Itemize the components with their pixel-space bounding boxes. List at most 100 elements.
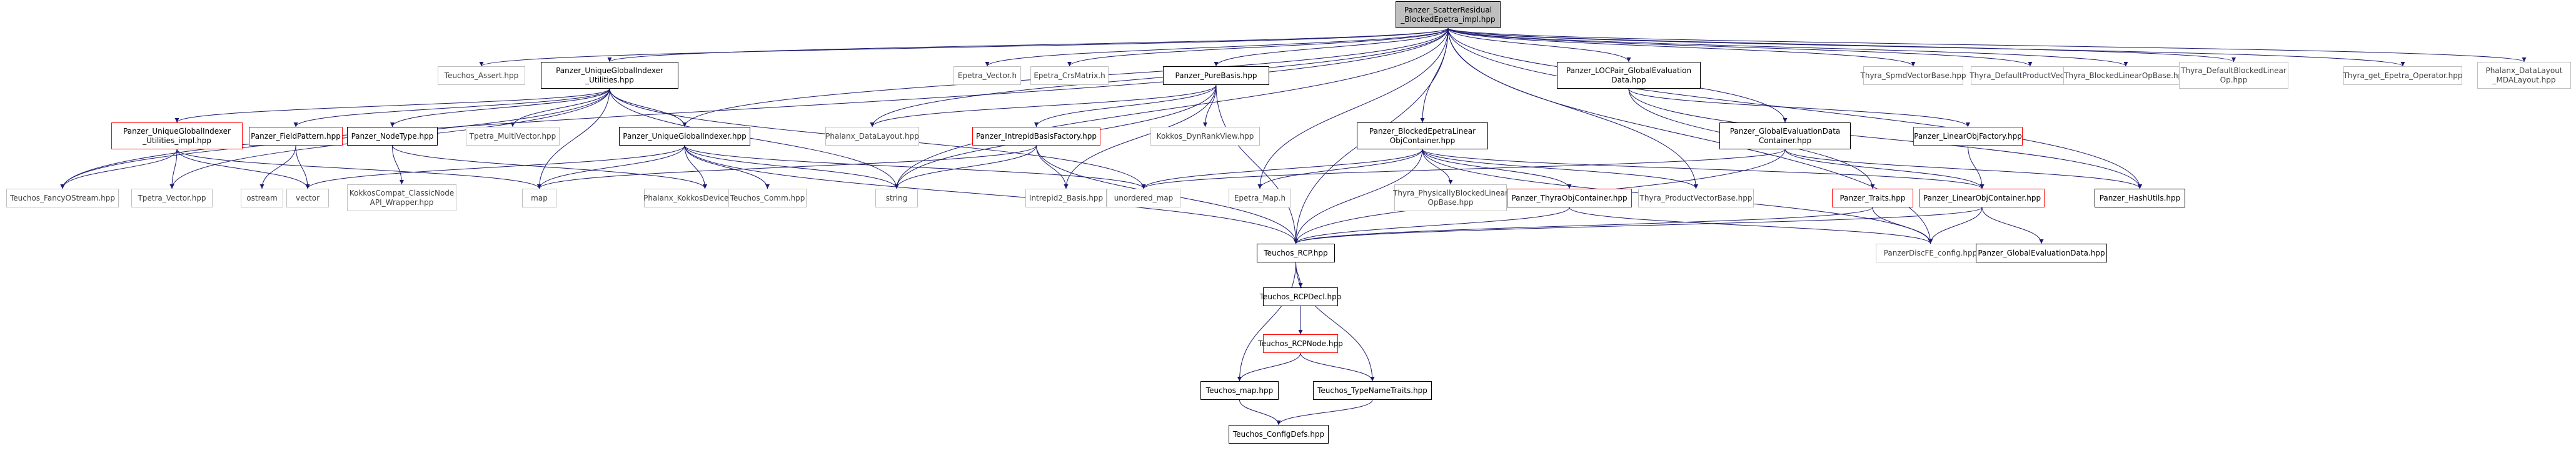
- edge-main-to-phxdl: [870, 27, 1449, 127]
- edge-ugiuimpl-to-vector: [176, 149, 310, 189]
- node-thyraoc[interactable]: Panzer_ThyraObjContainer.hpp: [1507, 189, 1632, 207]
- edge-typenametraits-to-configdefs: [1276, 399, 1373, 426]
- node-defblinop[interactable]: Thyra_DefaultBlockedLinear Op.hpp: [2179, 62, 2288, 89]
- node-spmd[interactable]: Thyra_SpmdVectorBase.hpp: [1861, 66, 1966, 85]
- node-getepop[interactable]: Thyra_get_Epetra_Operator.hpp: [2343, 66, 2462, 85]
- node-tpvec[interactable]: Tpetra_Vector.hpp: [131, 189, 213, 207]
- edge-ugiu-to-ugiuimpl: [174, 88, 610, 123]
- node-kcompat[interactable]: KokkosCompat_ClassicNode API_Wrapper.hpp: [347, 184, 456, 211]
- node-epcrs[interactable]: Epetra_CrsMatrix.h: [1030, 66, 1109, 85]
- node-hashutils[interactable]: Panzer_HashUtils.hpp: [2095, 189, 2185, 207]
- edge-main-to-purebasis: [1214, 27, 1449, 67]
- edge-main-to-hashutils: [1447, 27, 2142, 189]
- edge-main-to-spmd: [1447, 27, 1916, 67]
- node-epmap[interactable]: Epetra_Map.h: [1229, 189, 1291, 207]
- edge-ugi-to-phxkdt: [684, 145, 707, 189]
- edge-ugiu-to-tpmv: [510, 88, 610, 127]
- edge-traits-to-discfe: [1872, 207, 1933, 244]
- edge-purebasis-to-ibf: [1034, 84, 1217, 127]
- node-locpair[interactable]: Panzer_LOCPair_GlobalEvaluation Data.hpp: [1557, 62, 1701, 89]
- node-purebasis[interactable]: Panzer_PureBasis.hpp: [1163, 66, 1269, 85]
- node-intrbasis[interactable]: Intrepid2_Basis.hpp: [1025, 189, 1107, 207]
- node-string[interactable]: string: [875, 189, 918, 207]
- edge-main-to-string: [894, 27, 1449, 189]
- node-epvec[interactable]: Epetra_Vector.h: [953, 66, 1021, 85]
- node-lof[interactable]: Panzer_LinearObjFactory.hpp: [1913, 127, 2023, 146]
- edge-gedc-to-loc: [1784, 149, 1985, 189]
- node-loc[interactable]: Panzer_LinearObjContainer.hpp: [1919, 189, 2045, 207]
- node-ugi[interactable]: Panzer_UniqueGlobalIndexer.hpp: [619, 127, 750, 146]
- edge-main-to-epcrs: [1067, 27, 1449, 67]
- node-assert[interactable]: Teuchos_Assert.hpp: [438, 66, 525, 85]
- edge-ugiu-to-nodetype: [390, 88, 610, 127]
- edge-main-to-epmap: [1257, 27, 1449, 189]
- node-ibf[interactable]: Panzer_IntrepidBasisFactory.hpp: [972, 127, 1100, 146]
- node-tmap[interactable]: Teuchos_map.hpp: [1200, 381, 1279, 400]
- edge-ugiu-to-fieldpat: [293, 88, 610, 127]
- node-dynrank[interactable]: Kokkos_DynRankView.hpp: [1150, 127, 1260, 146]
- edge-ugi-to-umap: [684, 145, 1146, 189]
- edge-locpair-to-hashutils: [1628, 88, 2142, 189]
- node-gedc[interactable]: Panzer_GlobalEvaluationData Container.hp…: [1719, 122, 1851, 149]
- edge-gedc-to-hashutils: [1784, 149, 2142, 189]
- node-rcp[interactable]: Teuchos_RCP.hpp: [1257, 244, 1335, 262]
- node-nodetype[interactable]: Panzer_NodeType.hpp: [347, 127, 438, 146]
- edge-nodetype-to-kcompat: [392, 145, 404, 185]
- edge-nodetype-to-phxkdt: [392, 145, 707, 189]
- edge-ugi-to-comm: [684, 145, 770, 189]
- node-configdefs[interactable]: Teuchos_ConfigDefs.hpp: [1229, 425, 1329, 444]
- edge-main-to-defprodvec: [1447, 27, 2033, 67]
- edge-bepc-to-rcp: [1294, 149, 1423, 244]
- node-comm[interactable]: Teuchos_Comm.hpp: [728, 189, 807, 207]
- node-umap[interactable]: unordered_map: [1107, 189, 1180, 207]
- edge-rcpnode-to-tmap: [1237, 352, 1301, 382]
- edge-purebasis-to-dynrank: [1203, 84, 1217, 127]
- edge-main-to-getepop: [1447, 27, 2405, 67]
- node-vector[interactable]: vector: [286, 189, 329, 207]
- node-typenametraits[interactable]: Teuchos_TypeNameTraits.hpp: [1313, 381, 1432, 400]
- node-ugiu[interactable]: Panzer_UniqueGlobalIndexer _Utilities.hp…: [541, 62, 678, 89]
- edge-bepc-to-loc: [1422, 149, 1985, 189]
- node-bepc[interactable]: Panzer_BlockedEpetraLinear ObjContainer.…: [1357, 122, 1488, 149]
- node-physblk[interactable]: Thyra_PhysicallyBlockedLinear OpBase.hpp: [1393, 184, 1508, 211]
- edge-purebasis-to-phxdl: [870, 84, 1217, 127]
- edge-loc-to-discfe: [1928, 207, 1983, 244]
- edge-main-to-blinop: [1447, 27, 2128, 67]
- edge-ibf-to-string: [894, 145, 1037, 189]
- edge-loc-to-ged: [1981, 207, 2044, 244]
- node-phxdl[interactable]: Phalanx_DataLayout.hpp: [825, 127, 919, 146]
- edge-traits-to-rcp: [1294, 207, 1873, 244]
- edge-rcpnode-to-typenametraits: [1300, 352, 1375, 382]
- node-mdalayout[interactable]: Phalanx_DataLayout _MDALayout.hpp: [2477, 62, 2571, 89]
- edge-lof-to-loc: [1968, 145, 1985, 189]
- edge-bepc-to-physblk: [1422, 149, 1453, 185]
- node-ged[interactable]: Panzer_GlobalEvaluationData.hpp: [1976, 244, 2107, 262]
- node-traits[interactable]: Panzer_Traits.hpp: [1832, 189, 1913, 207]
- edge-ugi-to-map: [537, 145, 685, 189]
- edge-bepc-to-thyraoc: [1422, 149, 1572, 189]
- edge-fieldpat-to-vector: [295, 145, 310, 189]
- node-main: Panzer_ScatterResidual _BlockedEpetra_im…: [1396, 1, 1501, 28]
- node-discfe[interactable]: PanzerDiscFE_config.hpp: [1876, 244, 1985, 262]
- node-tpmv[interactable]: Tpetra_MultiVector.hpp: [466, 127, 560, 146]
- node-ostream[interactable]: ostream: [241, 189, 283, 207]
- edge-rcp-to-typenametraits: [1296, 262, 1375, 382]
- node-blinop[interactable]: Thyra_BlockedLinearOpBase.hpp: [2063, 66, 2188, 85]
- node-fancy[interactable]: Teuchos_FancyOStream.hpp: [6, 189, 119, 207]
- edge-ugi-to-rcp: [684, 145, 1298, 244]
- node-rcpdecl[interactable]: Teuchos_RCPDecl.hpp: [1260, 287, 1341, 306]
- edge-locpair-to-lof: [1628, 88, 1970, 127]
- edge-ugiu-to-string: [609, 88, 899, 189]
- node-prodvecbase[interactable]: Thyra_ProductVectorBase.hpp: [1638, 189, 1754, 207]
- edge-loc-to-rcp: [1294, 207, 1983, 244]
- edge-ugiuimpl-to-tpvec: [169, 149, 178, 189]
- node-map[interactable]: map: [522, 189, 556, 207]
- node-fieldpat[interactable]: Panzer_FieldPattern.hpp: [249, 127, 343, 146]
- edge-ugiuimpl-to-map: [176, 149, 541, 189]
- edge-main-to-mdalayout: [1447, 27, 2527, 62]
- node-rcpnode[interactable]: Teuchos_RCPNode.hpp: [1258, 334, 1343, 353]
- edge-thyraoc-to-discfe: [1569, 207, 1933, 244]
- edge-ibf-to-map: [537, 145, 1037, 189]
- edge-main-to-assert: [479, 27, 1449, 67]
- node-ugiuimpl[interactable]: Panzer_UniqueGlobalIndexer _Utilities_im…: [111, 122, 243, 149]
